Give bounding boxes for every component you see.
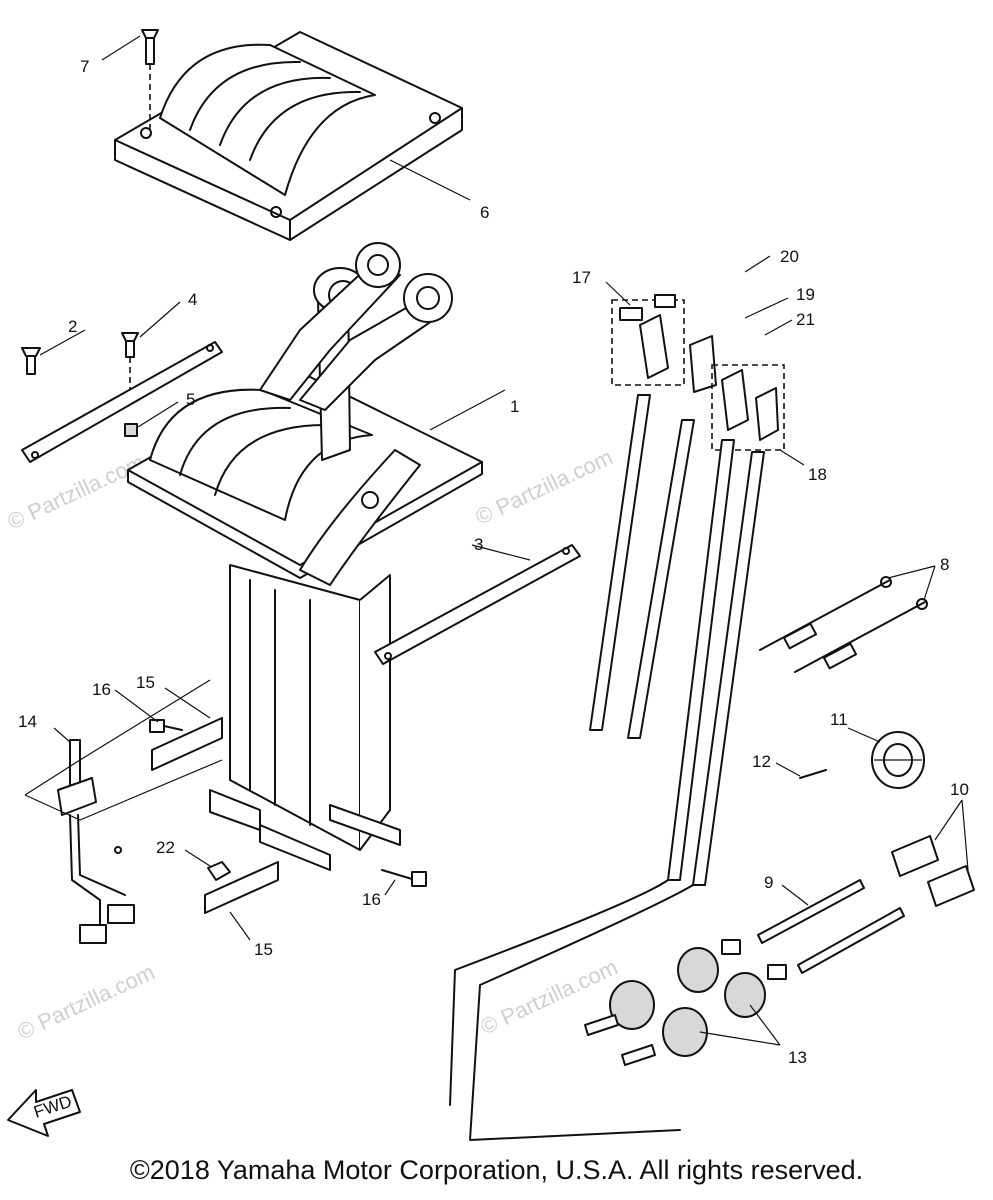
callout-22: 22	[156, 838, 175, 857]
callout-17: 17	[572, 268, 591, 287]
callout-9: 9	[764, 873, 773, 892]
cable-clevis-17	[611, 294, 717, 393]
callout-12: 12	[752, 752, 771, 771]
screw-12	[799, 769, 827, 779]
cable-rods-8	[759, 576, 928, 673]
callout-21: 21	[796, 310, 815, 329]
callout-10: 10	[950, 780, 969, 799]
screw-4	[121, 332, 139, 390]
callout-11: 11	[830, 710, 848, 729]
leader-lines	[39, 35, 969, 1046]
callout-7: 7	[80, 57, 89, 76]
callout-15: 15	[254, 940, 273, 959]
fwd-arrow-icon: FWD	[7, 1089, 81, 1137]
leader-box-14	[24, 679, 223, 821]
neutral-switch-14	[57, 739, 135, 944]
screw-7	[141, 29, 159, 135]
callout-15: 15	[136, 673, 155, 692]
watermark: © Partzilla.com	[4, 449, 149, 534]
copyright-text: ©2018 Yamaha Motor Corporation, U.S.A. A…	[129, 1155, 864, 1185]
callout-16: 16	[92, 680, 111, 699]
bolt-16	[149, 719, 427, 887]
callout-13: 13	[788, 1048, 807, 1067]
spacer-5	[124, 423, 138, 437]
callout-14: 14	[18, 712, 37, 731]
callout-5: 5	[186, 390, 195, 409]
control-cables	[449, 394, 765, 1141]
cable-end-18	[711, 364, 785, 451]
watermark: © Partzilla.com	[14, 959, 159, 1044]
couplings-13	[584, 939, 787, 1066]
callout-8: 8	[940, 555, 949, 574]
callout-16: 16	[362, 890, 381, 909]
callout-4: 4	[188, 290, 197, 309]
plate-15	[151, 717, 279, 914]
callout-numbers: 7 6 2 4 5 1 3 17 20 19 21 18 8 11 12 10 …	[18, 57, 969, 1067]
watermark: © Partzilla.com	[472, 444, 617, 529]
strip-3	[374, 544, 581, 665]
control-housing	[127, 371, 483, 871]
callout-18: 18	[808, 465, 827, 484]
callout-1: 1	[510, 397, 519, 416]
callout-20: 20	[780, 247, 799, 266]
callout-3: 3	[474, 535, 483, 554]
callout-2: 2	[68, 317, 77, 336]
callout-19: 19	[796, 285, 815, 304]
throttle-levers	[259, 242, 453, 461]
nut-22	[207, 861, 231, 881]
strip-left	[21, 341, 223, 463]
cover-plate	[114, 31, 463, 241]
cable-wheel-11	[871, 731, 925, 789]
shaft-9	[757, 879, 905, 974]
joint-10	[891, 835, 975, 907]
callout-6: 6	[480, 203, 489, 222]
screw-2	[21, 347, 41, 375]
